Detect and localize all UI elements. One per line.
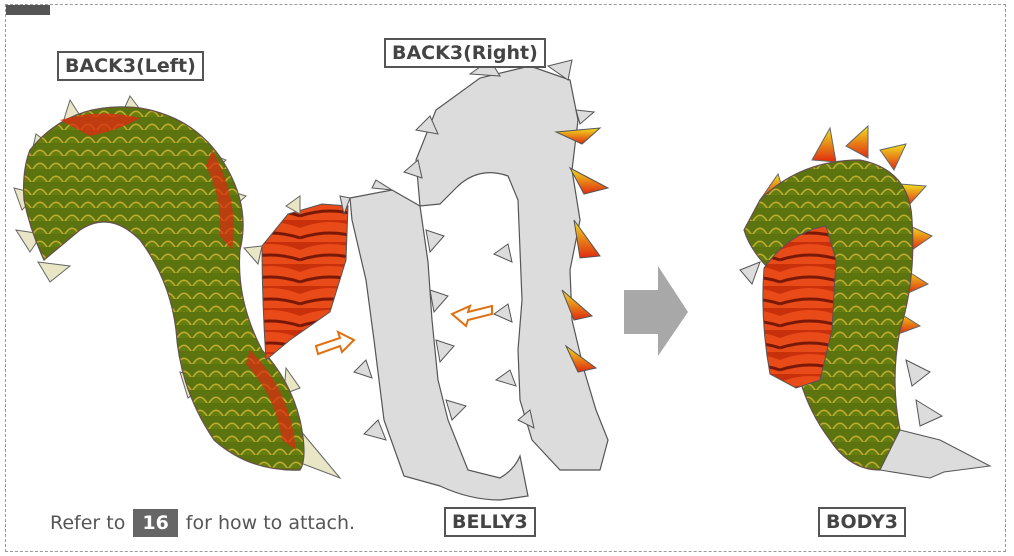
label-belly3: BELLY3: [444, 507, 536, 537]
label-back3-right: BACK3(Right): [384, 38, 546, 68]
guide-arrow-left: [452, 306, 492, 326]
label-back3-left: BACK3(Left): [57, 51, 204, 81]
label-body3: BODY3: [818, 507, 906, 537]
belly-flap-red: [244, 196, 348, 360]
guide-arrow-right: [316, 332, 354, 354]
step-number-badge: 16: [133, 509, 177, 537]
belly3-piece: [340, 180, 528, 500]
result-arrow: [624, 266, 688, 356]
body3-assembled: [740, 126, 990, 478]
instruction-suffix: for how to attach.: [186, 512, 355, 534]
instruction-prefix: Refer to: [50, 512, 125, 534]
instruction-text: Refer to 16 for how to attach.: [50, 509, 355, 537]
